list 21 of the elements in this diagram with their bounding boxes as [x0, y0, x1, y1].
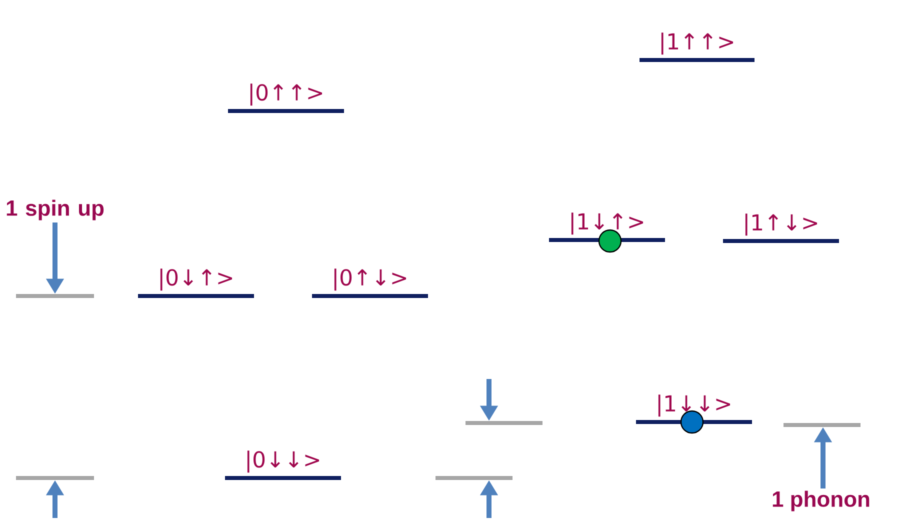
energy-level: |1↑↑>: [640, 32, 754, 62]
node-label: |0↓↑>: [160, 268, 232, 291]
energy-level: [784, 423, 860, 427]
node-label: |0↑↓>: [334, 268, 406, 291]
node-label: |1↑↑>: [661, 32, 734, 55]
label: 1 phonon: [772, 490, 870, 512]
node-label: |0↓↓>: [247, 450, 320, 473]
energy-level: |0↓↓>: [225, 450, 341, 480]
energy-level: [466, 421, 542, 425]
energy-level: |1↑↓>: [723, 214, 839, 243]
node-label: |1↑↓>: [745, 214, 818, 236]
node-label: |1↓↓>: [658, 394, 730, 417]
node-label: |1↓↑>: [571, 212, 644, 235]
energy-level: [436, 476, 512, 480]
energy-level: [16, 294, 94, 298]
label: 1 spin up: [6, 200, 104, 220]
energy-level: |0↓↑>: [138, 268, 254, 298]
energy-level: [16, 476, 94, 480]
energy-level: |0↑↓>: [312, 268, 428, 298]
node-label: |0↑↑>: [250, 84, 322, 106]
energy-level: |0↑↑>: [228, 84, 344, 113]
